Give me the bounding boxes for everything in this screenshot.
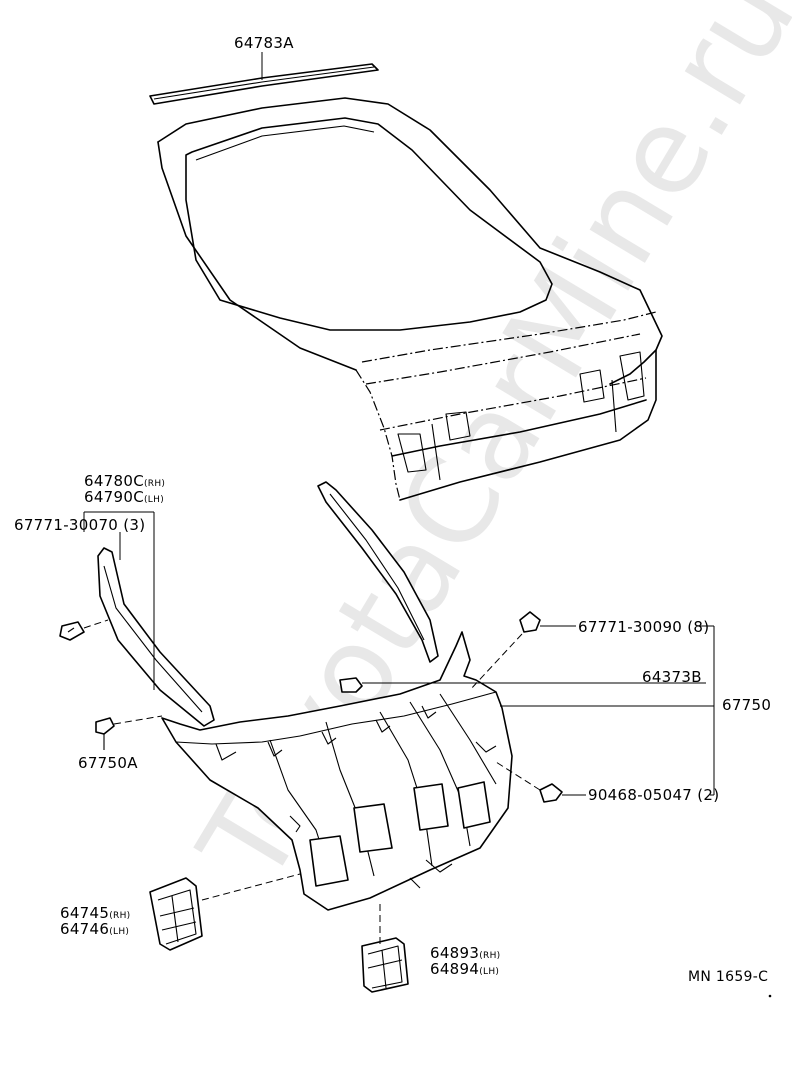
- luggage-door: [157, 97, 663, 501]
- trim-board-67750: [161, 631, 513, 911]
- diagram-code: MN 1659-C: [688, 969, 769, 985]
- trim-right-strip: [317, 481, 439, 663]
- clip-67750A: [95, 717, 115, 750]
- label-64746-number: 64746: [60, 920, 110, 938]
- label-64790C-side: (LH): [144, 495, 165, 505]
- label-64783A: 64783A: [234, 34, 294, 52]
- end-marker: [768, 994, 772, 998]
- label-64373B: 64373B: [642, 668, 702, 686]
- dash-clip-67771-30070: [83, 619, 109, 629]
- dash-clip-67771-30090: [469, 633, 523, 691]
- label-64790C: 64790C(LH): [84, 490, 164, 505]
- part-64373B: [339, 677, 363, 693]
- trim-64780C: [97, 547, 215, 727]
- cover-64745: [149, 877, 203, 951]
- label-67750: 67750: [722, 696, 772, 714]
- cover-64893: [361, 937, 409, 993]
- label-64745: 64745(RH): [60, 906, 130, 921]
- label-64746: 64746(LH): [60, 922, 129, 937]
- label-64894: 64894(LH): [430, 962, 499, 977]
- label-67771-30090: 67771-30090 (8): [578, 618, 710, 636]
- label-64790C-number: 64790C: [84, 488, 144, 506]
- clip-67771-30090: [519, 611, 541, 633]
- dash-clip-67750A: [113, 715, 163, 725]
- label-67750A: 67750A: [78, 754, 138, 772]
- label-64745-number: 64745: [60, 904, 110, 922]
- label-64745-side: (RH): [109, 911, 131, 921]
- label-64893: 64893(RH): [430, 946, 500, 961]
- dash-clip-90468-05047: [495, 761, 541, 791]
- label-90468-05047: 90468-05047 (2): [588, 786, 720, 804]
- label-64780C: 64780C(RH): [84, 474, 165, 489]
- dash-cover-64745: [201, 873, 301, 901]
- label-64894-side: (LH): [479, 967, 500, 977]
- label-64780C-number: 64780C: [84, 472, 144, 490]
- label-64780C-side: (RH): [144, 479, 166, 489]
- label-64746-side: (LH): [109, 927, 130, 937]
- label-67771-30070: 67771-30070 (3): [14, 516, 146, 534]
- label-64893-number: 64893: [430, 944, 480, 962]
- clip-67771-30070: [59, 621, 85, 641]
- label-64894-number: 64894: [430, 960, 480, 978]
- clip-90468-05047: [539, 783, 563, 803]
- label-64893-side: (RH): [479, 951, 501, 961]
